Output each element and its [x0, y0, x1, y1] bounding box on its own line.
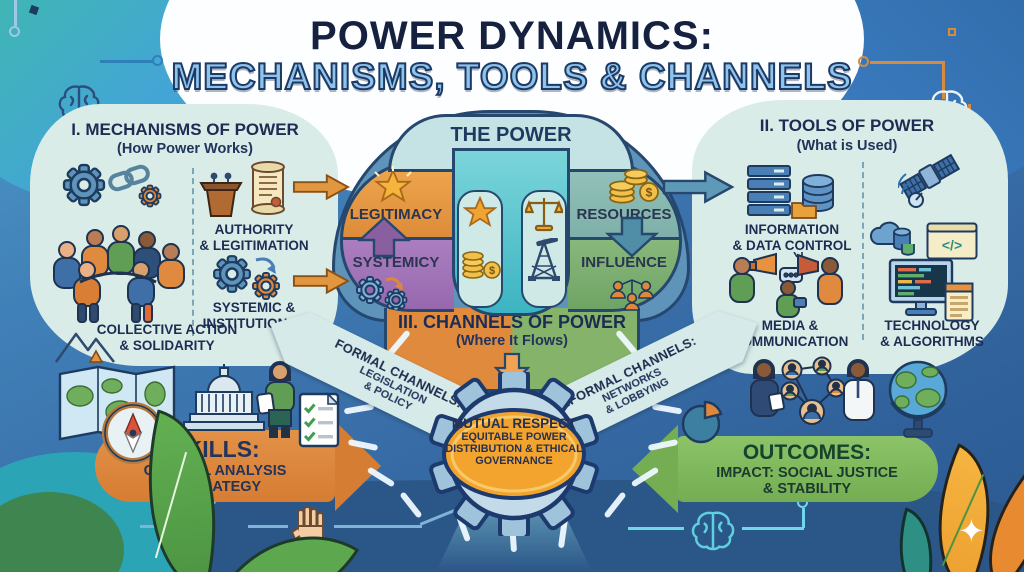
satellite-icon	[898, 153, 961, 208]
brain-icon	[691, 511, 735, 551]
resources-label: RESOURCES	[576, 206, 672, 223]
tools-divider	[862, 162, 864, 340]
star-icon	[463, 196, 497, 228]
circuit-line	[870, 61, 944, 64]
document-icon	[944, 282, 974, 322]
square-node	[948, 28, 956, 36]
page-title: POWER DYNAMICS:	[310, 14, 714, 58]
outcomes-people-icon	[750, 356, 875, 425]
circuit-line	[100, 60, 154, 63]
circuit-line	[628, 527, 684, 530]
people-network-icon	[610, 279, 654, 311]
folder-icon	[791, 202, 817, 219]
circuit-line	[942, 61, 945, 99]
circuit-node	[152, 55, 163, 66]
circuit-node	[9, 26, 20, 37]
core-line-1: MUTUAL RESPECT	[451, 416, 577, 431]
gear-and-chain-icon	[62, 163, 162, 208]
channels-heading: III. CHANNELS OF POWER	[397, 312, 626, 332]
circuit-node	[858, 56, 869, 67]
cloud-database-icon	[869, 221, 915, 256]
systemic-gears-icon	[213, 255, 280, 300]
down-arrow	[494, 352, 530, 386]
circuit-line	[742, 527, 804, 530]
technology-label: TECHNOLOGY & ALGORITHMS	[880, 318, 984, 349]
systemic-label: SYSTEMIC & INSTITUTIONAL	[202, 300, 306, 331]
code-window-icon: </>	[926, 222, 978, 260]
governance-gear-icon	[429, 372, 599, 536]
page-subtitle: MECHANISMS, TOOLS & CHANNELS	[170, 55, 853, 98]
capitol-icon	[183, 364, 265, 431]
svg-text:</>: </>	[942, 237, 962, 253]
server-icon	[747, 165, 791, 216]
light-ray	[343, 403, 375, 415]
flow-arrow-right	[662, 170, 735, 204]
pie-chart-icon	[681, 400, 723, 444]
legitimacy-label: LEGITIMACY	[349, 206, 443, 223]
scroll-icon	[251, 161, 285, 215]
tools-subheading: (What is Used)	[796, 138, 898, 154]
up-arrow	[356, 216, 412, 258]
core-line-3: DISTRIBUTION & ETHICAL	[445, 443, 583, 456]
mechanisms-heading: I. MECHANISMS OF POWER	[71, 120, 299, 139]
mechanisms-divider	[192, 168, 194, 336]
core-line-2: EQUITABLE POWER	[461, 431, 567, 444]
people-group-icon	[53, 225, 185, 323]
monitor-icon	[888, 258, 954, 316]
mountain-icon	[54, 332, 115, 363]
svg-text:$: $	[489, 265, 495, 277]
compass-icon	[102, 402, 164, 464]
media-label: MEDIA & COMMUNICATION	[731, 318, 849, 349]
systemicy-label: SYSTEMICY	[352, 254, 440, 271]
podium-icon	[199, 172, 243, 217]
oil-derrick-icon	[528, 238, 560, 281]
globe-icon	[888, 360, 948, 438]
circuit-line	[802, 508, 805, 528]
database-icon	[802, 174, 834, 212]
flow-arrow-right	[292, 267, 350, 295]
presenter-icon	[256, 361, 295, 438]
circuit-line	[248, 525, 288, 528]
outcomes-text: IMPACT: SOCIAL JUSTICE & STABILITY	[716, 464, 898, 497]
skills-arrowhead	[335, 421, 381, 511]
coins-icon: $	[462, 251, 501, 279]
light-ray	[651, 403, 683, 415]
mechanisms-subheading: (How Power Works)	[117, 141, 253, 157]
core-line-4: GOVERNANCE	[475, 455, 553, 468]
scales-icon	[525, 198, 563, 232]
sparkle-icon: ✦	[958, 513, 985, 549]
collective-action-label: COLLECTIVE ACTION & SOLIDARITY	[96, 322, 238, 353]
outcomes-heading: OUTCOMES:	[742, 441, 872, 464]
circuit-line	[334, 525, 422, 528]
core-values: MUTUAL RESPECT EQUITABLE POWER DISTRIBUT…	[438, 416, 590, 467]
gears-icon	[356, 276, 408, 310]
circuit-line	[14, 0, 17, 26]
megaphone-people-icon	[729, 252, 843, 318]
down-arrow	[604, 216, 660, 258]
flow-arrow-right	[292, 173, 350, 201]
tools-heading: II. TOOLS OF POWER	[759, 116, 935, 135]
coins-icon: $	[609, 168, 659, 204]
star-icon	[373, 166, 413, 203]
checklist-icon	[298, 392, 340, 448]
information-label: INFORMATION & DATA CONTROL	[732, 222, 852, 253]
svg-text:$: $	[646, 186, 653, 200]
authority-label: AUTHORITY & LEGITIMATION	[199, 222, 309, 253]
influence-label: INFLUENCE	[581, 254, 667, 271]
outcomes-banner: OUTCOMES: IMPACT: SOCIAL JUSTICE & STABI…	[676, 436, 938, 502]
channels-subheading: (Where It Flows)	[456, 333, 568, 349]
